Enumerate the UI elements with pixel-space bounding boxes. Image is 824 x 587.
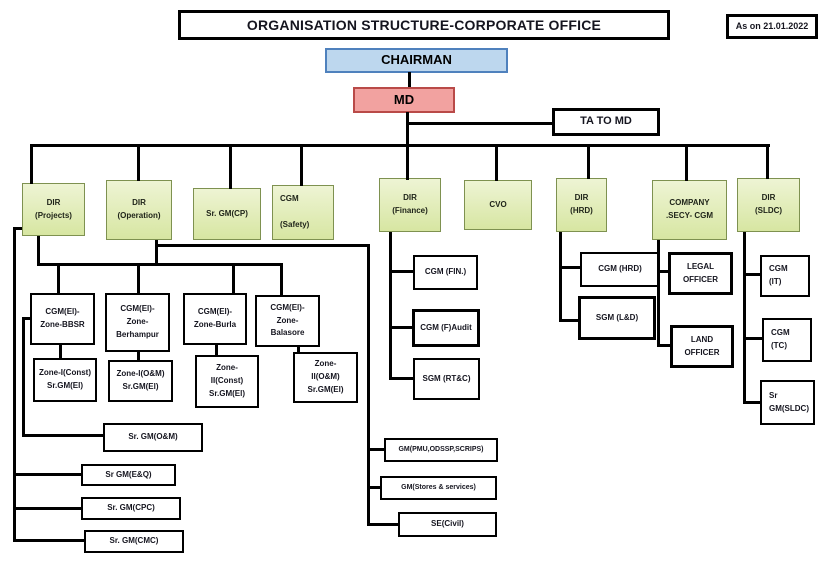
connector-line: [157, 244, 370, 247]
connector-line: [57, 266, 60, 293]
node-cgm-it: CGM (IT): [760, 255, 810, 297]
connector-line: [743, 401, 760, 404]
connector-line: [587, 147, 590, 179]
connector-line: [22, 317, 25, 437]
node-zone-ii-const: Zone- II(Const) Sr.GM(El): [195, 355, 259, 408]
connector-line: [367, 244, 370, 526]
connector-line: [13, 507, 81, 510]
connector-line: [657, 344, 670, 347]
node-cgm-el-zone-berhampur: CGM(El)- Zone- Berhampur: [105, 293, 170, 352]
node-cgm-safety: CGM (Safety): [272, 185, 334, 240]
node-md: MD: [353, 87, 455, 113]
connector-line: [408, 72, 411, 87]
connector-line: [657, 240, 660, 347]
connector-line: [766, 147, 769, 179]
connector-line: [37, 236, 40, 266]
node-sgm-rtc: SGM (RT&C): [413, 358, 480, 400]
node-cvo: CVO: [464, 180, 532, 230]
node-sr-gm-cmc: Sr. GM(CMC): [84, 530, 184, 553]
node-cgm-el-zone-burla: CGM(El)- Zone-Burla: [183, 293, 247, 345]
connector-line: [22, 317, 30, 320]
connector-line: [137, 266, 140, 293]
node-se-civil: SE(Civil): [398, 512, 497, 537]
node-gm-stores-services: GM(Stores & services): [380, 476, 497, 500]
connector-line: [389, 377, 413, 380]
connector-line: [300, 147, 303, 186]
node-company-secy-cgm: COMPANY .SECY- CGM: [652, 180, 727, 240]
connector-line: [30, 144, 770, 147]
node-cgm-fin: CGM (FIN.): [413, 255, 478, 290]
connector-line: [137, 352, 140, 360]
connector-line: [389, 232, 392, 380]
connector-line: [59, 345, 62, 358]
node-zone-i-om: Zone-I(O&M) Sr.GM(El): [108, 360, 173, 402]
connector-line: [559, 266, 580, 269]
connector-line: [559, 319, 578, 322]
node-gm-pmu-odssp-scrips: GM(PMU,ODSSP,SCRIPS): [384, 438, 498, 462]
node-sgm-ld: SGM (L&D): [578, 296, 656, 340]
connector-line: [408, 122, 554, 125]
node-sr-gm-cpc: Sr. GM(CPC): [81, 497, 181, 520]
connector-line: [389, 270, 413, 273]
connector-line: [13, 227, 22, 230]
connector-line: [389, 326, 412, 329]
connector-line: [495, 147, 498, 181]
connector-line: [657, 270, 668, 273]
connector-line: [30, 147, 33, 184]
node-dir-hrd: DIR (HRD): [556, 178, 607, 232]
date-note: As on 21.01.2022: [726, 14, 818, 39]
page-title: ORGANISATION STRUCTURE-CORPORATE OFFICE: [178, 10, 670, 40]
connector-line: [367, 486, 380, 489]
node-sr-gm-om: Sr. GM(O&M): [103, 423, 203, 452]
node-cgm-el-zone-balasore: CGM(El)- Zone- Balasore: [255, 295, 320, 347]
node-chairman: CHAIRMAN: [325, 48, 508, 73]
connector-line: [232, 266, 235, 293]
node-zone-i-const: Zone-I(Const) Sr.GM(El): [33, 358, 97, 402]
connector-line: [367, 523, 398, 526]
node-cgm-f-audit: CGM (F)Audit: [412, 309, 480, 347]
connector-line: [280, 266, 283, 295]
node-sr-gm-sldc: Sr GM(SLDC): [760, 380, 815, 425]
connector-line: [229, 147, 232, 189]
connector-line: [37, 263, 283, 266]
connector-line: [743, 273, 760, 276]
connector-line: [155, 240, 158, 266]
node-cgm-hrd: CGM (HRD): [580, 252, 660, 287]
connector-line: [743, 337, 762, 340]
node-cgm-el-zone-bbsr: CGM(El)- Zone-BBSR: [30, 293, 95, 345]
node-land-officer: LAND OFFICER: [670, 325, 734, 368]
node-dir-sldc: DIR (SLDC): [737, 178, 800, 232]
node-dir-finance: DIR (Finance): [379, 178, 441, 232]
connector-line: [559, 232, 562, 322]
node-dir-operation: DIR (Operation): [106, 180, 172, 240]
node-cgm-tc: CGM (TC): [762, 318, 812, 362]
connector-line: [13, 473, 81, 476]
connector-line: [215, 345, 218, 355]
node-sr-gm-eq: Sr GM(E&Q): [81, 464, 176, 486]
connector-line: [367, 448, 384, 451]
connector-line: [685, 147, 688, 181]
node-ta-to-md: TA TO MD: [552, 108, 660, 136]
node-zone-ii-om: Zone- II(O&M) Sr.GM(El): [293, 352, 358, 403]
connector-line: [22, 434, 103, 437]
node-legal-officer: LEGAL OFFICER: [668, 252, 733, 295]
connector-line: [13, 227, 16, 542]
connector-line: [297, 345, 300, 353]
connector-line: [13, 539, 84, 542]
connector-line: [743, 232, 746, 404]
node-sr-gm-cp: Sr. GM(CP): [193, 188, 261, 240]
node-dir-projects: DIR (Projects): [22, 183, 85, 236]
connector-line: [137, 147, 140, 181]
